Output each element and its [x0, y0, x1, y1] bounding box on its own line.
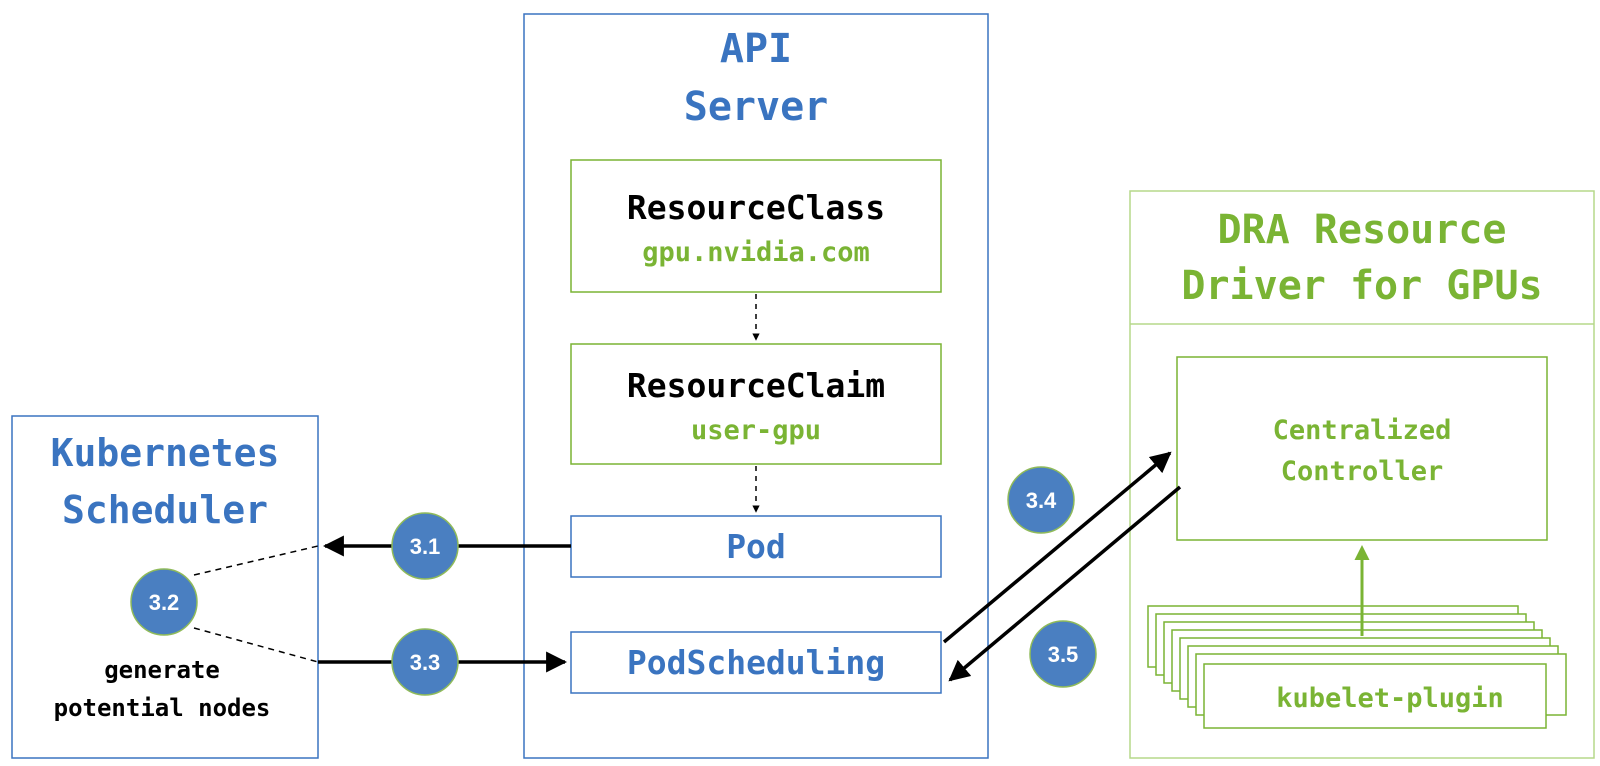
kubelet-plugin-box[interactable] — [1203, 663, 1547, 729]
api-server-title-line1: API — [720, 26, 792, 72]
step-3-2-label: 3.2 — [149, 590, 180, 615]
step-3-5-arrow — [948, 485, 1182, 682]
resource-class-title: ResourceClass — [627, 188, 885, 227]
driver-group: DRA Resource Driver for GPUs Centralized… — [1129, 190, 1595, 759]
scheduler-box — [11, 415, 319, 759]
scheduler-note-line2: potential nodes — [54, 694, 271, 722]
pod-scheduling-box[interactable] — [570, 631, 942, 694]
dashed-line-upper — [193, 545, 319, 576]
resource-claim-value: user-gpu — [691, 415, 821, 446]
driver-title-line2: Driver for GPUs — [1181, 263, 1542, 309]
centralized-controller-box[interactable] — [1176, 356, 1548, 541]
api-server-group: API Server ResourceClass gpu.nvidia.com … — [523, 13, 989, 759]
step-circle-3-4: 3.4 — [1007, 466, 1075, 534]
scheduler-note-line1: generate — [104, 656, 220, 684]
api-server-box — [523, 13, 989, 759]
resource-claim-title: ResourceClaim — [627, 366, 885, 405]
api-server-title-line2: Server — [684, 84, 829, 130]
step-3-4-label: 3.4 — [1026, 488, 1057, 513]
pod-scheduling-label: PodScheduling — [627, 643, 885, 682]
scheduler-title-line1: Kubernetes — [51, 431, 280, 475]
pod-label: Pod — [726, 527, 786, 566]
resource-claim-box[interactable] — [570, 343, 942, 465]
driver-title-line1: DRA Resource — [1218, 207, 1507, 253]
step-circle-3-3: 3.3 — [391, 628, 459, 696]
kubelet-plugin-stack: kubelet-plugin — [1147, 605, 1567, 729]
step-circle-3-2: 3.2 — [130, 568, 198, 636]
controller-line2: Controller — [1281, 456, 1444, 487]
step-circle-3-1: 3.1 — [391, 512, 459, 580]
step-3-5-label: 3.5 — [1048, 642, 1079, 667]
driver-box — [1129, 190, 1595, 759]
step-3-1-label: 3.1 — [410, 534, 441, 559]
resource-class-value: gpu.nvidia.com — [642, 237, 870, 268]
scheduler-title-line2: Scheduler — [62, 488, 268, 532]
controller-line1: Centralized — [1273, 415, 1452, 446]
step-3-3-label: 3.3 — [410, 650, 441, 675]
step-circle-3-5: 3.5 — [1029, 620, 1097, 688]
kubelet-plugin-label: kubelet-plugin — [1276, 683, 1504, 714]
scheduler-group: Kubernetes Scheduler generate potential … — [11, 415, 319, 759]
step-3-4-arrow — [942, 451, 1172, 644]
resource-class-box[interactable] — [570, 159, 942, 293]
